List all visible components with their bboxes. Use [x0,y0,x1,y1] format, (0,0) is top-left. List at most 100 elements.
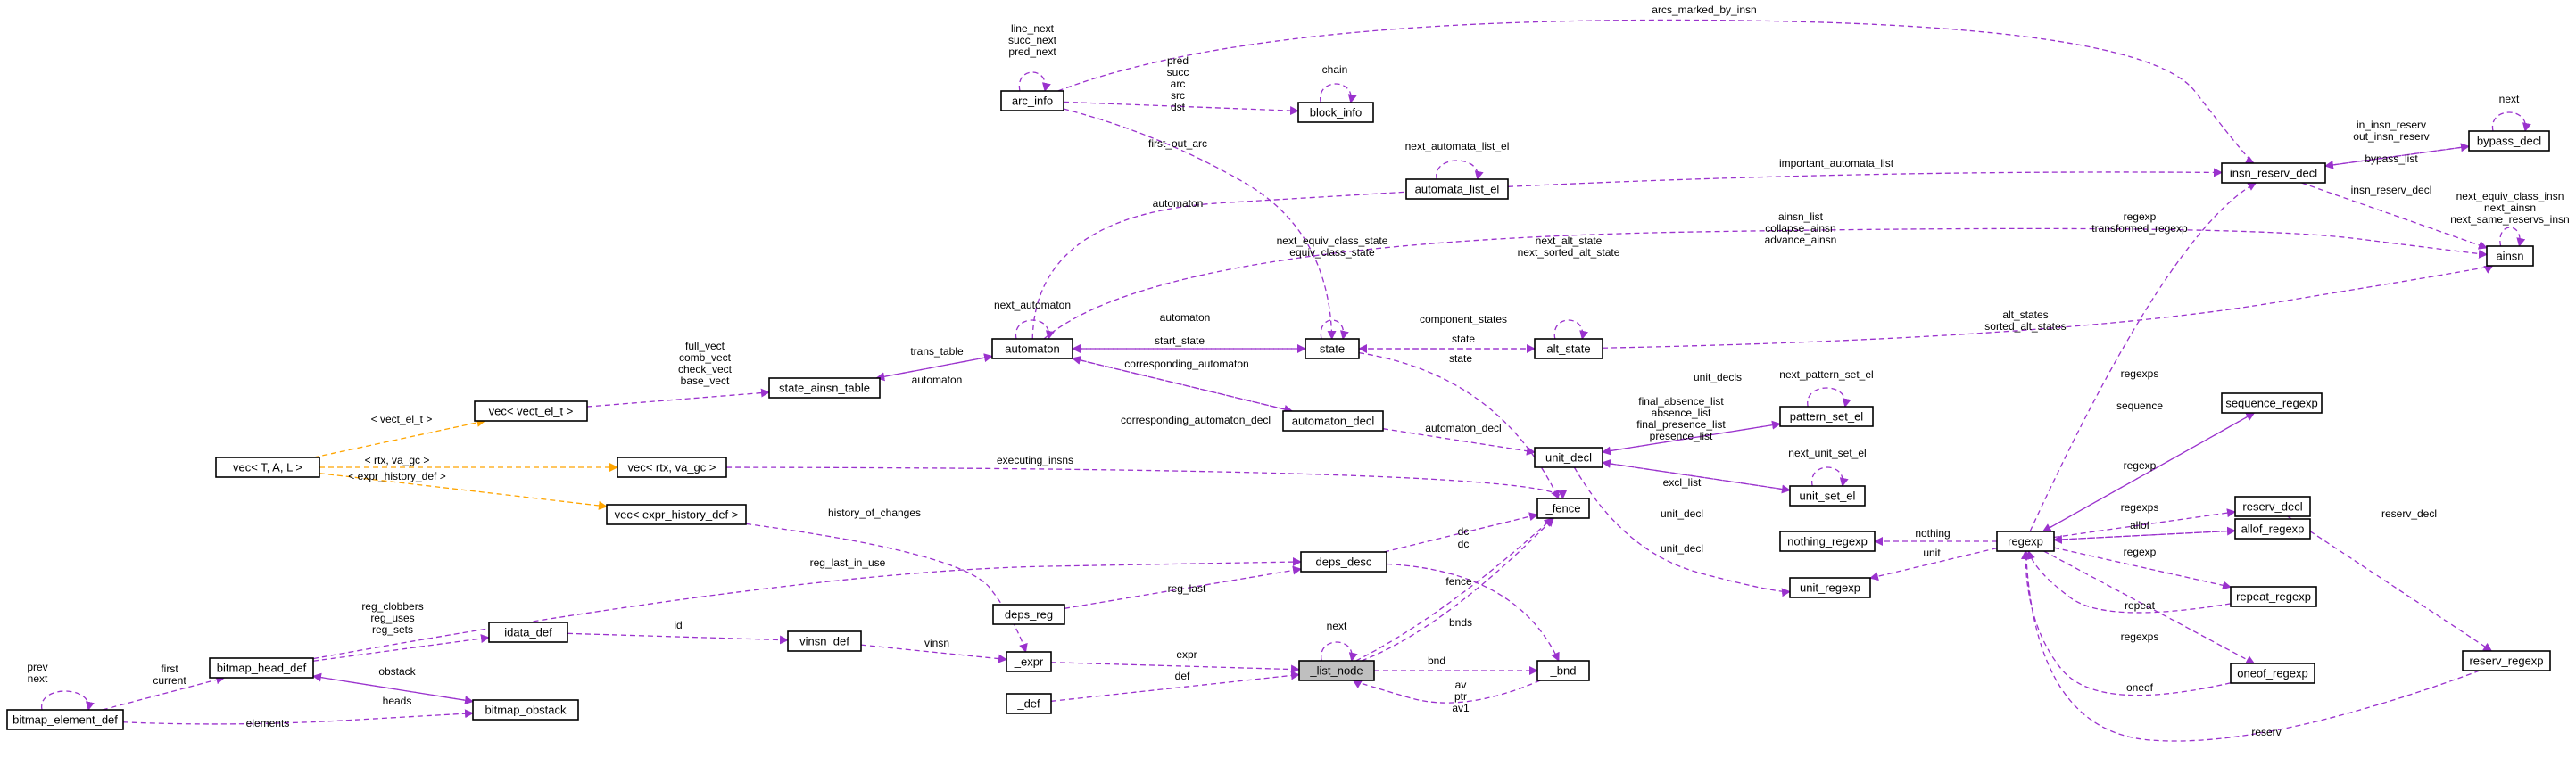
node-bitmap-element-def[interactable]: bitmap_element_def [6,709,124,730]
node-box[interactable] [2230,586,2317,607]
node-bitmap-obstack[interactable]: bitmap_obstack [472,699,579,721]
node-reserv-regexp[interactable]: reserv_regexp [2462,650,2551,671]
node--def[interactable]: _def [1006,693,1052,714]
node-box[interactable] [1305,338,1360,359]
node-state-ainsn-table[interactable]: state_ainsn_table [768,377,881,399]
node-box[interactable] [1297,102,1374,123]
node-box[interactable] [488,622,568,643]
node-box[interactable] [1779,406,1874,427]
node-box[interactable] [2234,518,2311,540]
node-automaton-decl[interactable]: automaton_decl [1282,410,1384,432]
node-deps-reg[interactable]: deps_reg [992,604,1065,625]
node-deps-desc[interactable]: deps_desc [1300,551,1387,573]
node-box[interactable] [1300,551,1387,573]
node-arc-info[interactable]: arc_info [1000,90,1064,111]
edge-label-line: regexps [2121,630,2159,643]
node-insn-reserv-decl[interactable]: insn_reserv_decl [2221,162,2326,184]
node-box[interactable] [2230,663,2315,684]
node-box[interactable] [209,657,314,679]
node-vec-tal[interactable]: vec< T, A, L > [215,457,320,478]
node-oneof-regexp[interactable]: oneof_regexp [2230,663,2315,684]
node-box[interactable] [1536,498,1590,519]
node-box[interactable] [1282,410,1384,432]
node-box[interactable] [1000,90,1064,111]
node-bitmap-head-def[interactable]: bitmap_head_def [209,657,314,679]
node-pattern-set-el[interactable]: pattern_set_el [1779,406,1874,427]
node-state[interactable]: state [1305,338,1360,359]
node-vec-vect[interactable]: vec< vect_el_t > [474,400,588,422]
edge-label: regexps [2121,367,2159,380]
edge-line [1050,671,1300,702]
node-box[interactable] [1779,531,1876,552]
node-repeat-regexp[interactable]: repeat_regexp [2230,586,2317,607]
node-box[interactable] [992,604,1065,625]
edge-label-line: regexp [2124,459,2157,472]
node--bnd[interactable]: _bnd [1536,660,1590,681]
node-box[interactable] [2221,162,2326,184]
edge-label-line: regexps [2121,367,2159,380]
node-label: vec< expr_history_def > [615,508,739,522]
node-vinsn-def[interactable]: vinsn_def [787,630,862,652]
node-regexp[interactable]: regexp [1996,531,2055,552]
node-box[interactable] [1405,178,1509,200]
node-box[interactable] [1006,693,1052,714]
node-box[interactable] [1789,485,1866,507]
node-box[interactable] [6,709,124,730]
node-idata-def[interactable]: idata_def [488,622,568,643]
edge-label: regexp [2124,546,2157,558]
node-box[interactable] [2234,496,2311,517]
node-vec-expr-hist[interactable]: vec< expr_history_def > [606,504,747,525]
node-box[interactable] [474,400,588,422]
node-box[interactable] [1534,447,1603,468]
node-box[interactable] [2221,392,2323,414]
node-unit-regexp[interactable]: unit_regexp [1789,577,1871,598]
node-box[interactable] [2462,650,2551,671]
node-nothing-regexp[interactable]: nothing_regexp [1779,531,1876,552]
node-box[interactable] [787,630,862,652]
node-unit-decl[interactable]: unit_decl [1534,447,1603,468]
node-label: unit_set_el [1800,490,1856,503]
node-box[interactable] [1789,577,1871,598]
edge-label-line: reg_last [1168,582,1206,595]
node-allof-regexp[interactable]: allof_regexp [2234,518,2311,540]
edge-line [1602,461,1791,494]
node-vec-rtx[interactable]: vec< rtx, va_gc > [617,457,727,478]
node-box[interactable] [1534,338,1603,359]
node-bypass-decl[interactable]: bypass_decl [2468,130,2550,152]
edge-label-line: final_absence_list [1638,395,1724,408]
node-box[interactable] [1996,531,2055,552]
node-box[interactable] [991,338,1073,359]
node-box[interactable] [472,699,579,721]
node-automata-list-el[interactable]: automata_list_el [1405,178,1509,200]
node-box[interactable] [1006,651,1052,672]
node-block-info[interactable]: block_info [1297,102,1374,123]
edge-label-line: final_presence_list [1636,418,1726,431]
node-list-node[interactable]: _list_node [1298,660,1375,681]
node-box[interactable] [617,457,727,478]
edge-label-line: presence_list [1650,430,1713,442]
node-box[interactable] [1536,660,1590,681]
node-alt-state[interactable]: alt_state [1534,338,1603,359]
edge-automata_list_el-to-insn_reserv_decl [1507,168,2223,187]
node-sequence-regexp[interactable]: sequence_regexp [2221,392,2323,414]
node-automaton[interactable]: automaton [991,338,1073,359]
node-box[interactable] [2486,245,2534,267]
edge-line [1063,108,1337,340]
node-box[interactable] [2468,130,2550,152]
edge-line [2499,227,2526,247]
node-box[interactable] [1298,660,1375,681]
edge-label-line: executing_insns [997,454,1073,466]
edge-bitmap_head_def-to-idata_def [312,634,490,662]
node-unit-set-el[interactable]: unit_set_el [1789,485,1866,507]
node--fence[interactable]: _fence [1536,498,1590,519]
node-box[interactable] [215,457,320,478]
edge-label-line: next_alt_state [1536,235,1603,247]
edge-label-line: next_ainsn [2484,202,2536,214]
node-box[interactable] [606,504,747,525]
node-reserv-decl[interactable]: reserv_decl [2234,496,2311,517]
edge-label: state [1449,352,1472,365]
node-box[interactable] [768,377,881,399]
node--expr[interactable]: _expr [1006,651,1052,672]
node-ainsn[interactable]: ainsn [2486,245,2534,267]
